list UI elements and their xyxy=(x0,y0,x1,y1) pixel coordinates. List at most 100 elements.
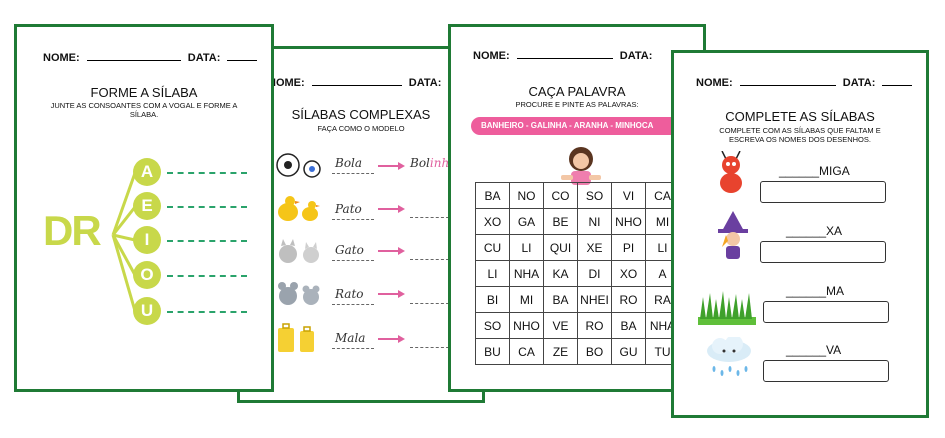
vowel-o: O xyxy=(133,261,161,289)
grid-cell[interactable]: NHO xyxy=(509,312,544,339)
arrow-head xyxy=(398,162,405,170)
arrow xyxy=(378,338,400,340)
connector-lines xyxy=(111,172,137,312)
grid-cell[interactable]: BI xyxy=(475,286,510,313)
cat-icon xyxy=(279,239,319,263)
answer-line xyxy=(167,240,247,242)
grid-cell[interactable]: LI xyxy=(509,234,544,261)
answer-box[interactable] xyxy=(763,301,889,323)
grid-cell[interactable]: NHEI xyxy=(577,286,612,313)
grid-cell[interactable]: GU xyxy=(611,338,646,365)
word-underline xyxy=(332,304,374,305)
nome-line xyxy=(311,85,402,86)
nome-label: NOME: xyxy=(473,50,510,62)
answer-box[interactable] xyxy=(760,181,886,203)
worksheet-caca-palavra: NOME: DATA: CAÇA PALAVRA PROCURE E PINTE… xyxy=(448,24,706,392)
data-label: DATA: xyxy=(408,77,442,89)
page-title: CAÇA PALAVRA xyxy=(528,84,626,99)
page-subtitle: COMPLETE COM AS SÍLABAS QUE FALTAM E ESC… xyxy=(719,126,881,144)
grid-cell[interactable]: PI xyxy=(611,234,646,261)
grid-cell[interactable]: BA xyxy=(475,182,510,209)
arrow-head xyxy=(398,205,405,213)
word-gato: Gato xyxy=(335,243,364,257)
grid-cell[interactable]: XO xyxy=(475,208,510,235)
witch-icon xyxy=(718,211,748,259)
data-label: DATA: xyxy=(187,52,221,64)
arrow xyxy=(378,208,400,210)
page-title: COMPLETE AS SÍLABAS xyxy=(725,109,875,124)
syllable-prompt: ______MA xyxy=(786,284,845,298)
grid-cell[interactable]: VI xyxy=(611,182,646,209)
name-date-header: NOME: DATA: xyxy=(696,77,913,89)
data-line xyxy=(227,60,258,61)
word-mala: Mala xyxy=(335,331,366,345)
name-date-header: NOME: DATA: xyxy=(473,50,652,62)
arrow xyxy=(378,293,400,295)
word-underline xyxy=(332,260,374,261)
grid-cell[interactable]: SO xyxy=(577,182,612,209)
nome-label: NOME: xyxy=(268,77,305,89)
word-underline xyxy=(332,173,374,174)
page-title: FORME A SÍLABA xyxy=(90,85,198,100)
vowel-a: A xyxy=(133,158,161,186)
grid-cell[interactable]: GA xyxy=(509,208,544,235)
grid-cell[interactable]: BU xyxy=(475,338,510,365)
data-line xyxy=(882,85,913,86)
nome-line xyxy=(739,85,836,86)
grid-cell[interactable]: DI xyxy=(577,260,612,287)
nome-line xyxy=(516,58,613,59)
ant-icon xyxy=(720,151,742,193)
page-subtitle: JUNTE AS CONSOANTES COM A VOGAL E FORME … xyxy=(50,101,238,119)
answer-line xyxy=(167,206,247,208)
grid-cell[interactable]: BE xyxy=(543,208,578,235)
grid-cell[interactable]: BA xyxy=(611,312,646,339)
worksheet-silabas-complexas: NOME: DATA: SÍLABAS COMPLEXAS FAÇA COMO … xyxy=(237,46,485,403)
worksheet-forme-a-silaba: NOME: DATA: FORME A SÍLABA JUNTE AS CONS… xyxy=(14,24,274,392)
grid-cell[interactable]: NO xyxy=(509,182,544,209)
grid-cell[interactable]: QUI xyxy=(543,234,578,261)
arrow xyxy=(378,250,400,252)
grid-cell[interactable]: VE xyxy=(543,312,578,339)
answer-box[interactable] xyxy=(763,360,889,382)
grid-cell[interactable]: RO xyxy=(577,312,612,339)
grid-cell[interactable]: XE xyxy=(577,234,612,261)
grid-cell[interactable]: KA xyxy=(543,260,578,287)
duck-icon xyxy=(278,196,320,221)
grid-cell[interactable]: RO xyxy=(611,286,646,313)
suitcase-icon xyxy=(278,323,314,352)
word-underline xyxy=(332,219,374,220)
grid-cell[interactable]: CO xyxy=(543,182,578,209)
word-list-banner: BANHEIRO - GALINHA - ARANHA - MINHOCA xyxy=(471,117,703,135)
grid-cell[interactable]: CU xyxy=(475,234,510,261)
grid-cell[interactable]: NI xyxy=(577,208,612,235)
word-bola: Bola xyxy=(335,156,363,170)
grid-cell[interactable]: BA xyxy=(543,286,578,313)
page-subtitle: PROCURE E PINTE AS PALAVRAS: xyxy=(515,100,639,109)
answer-line xyxy=(410,259,480,260)
grid-cell[interactable]: XO xyxy=(611,260,646,287)
grid-cell[interactable]: NHO xyxy=(611,208,646,235)
grid-cell[interactable]: NHA xyxy=(509,260,544,287)
arrow-head xyxy=(398,335,405,343)
mouse-icon xyxy=(278,282,320,305)
grass-icon xyxy=(698,291,756,325)
data-label: DATA: xyxy=(842,77,876,89)
girl-icon xyxy=(561,147,601,185)
syllable-prompt: ______VA xyxy=(786,343,842,357)
consonant-block: DR xyxy=(43,207,102,254)
grid-cell[interactable]: BO xyxy=(577,338,612,365)
arrow-head xyxy=(398,290,405,298)
grid-cell[interactable]: CA xyxy=(509,338,544,365)
vowel-i: I xyxy=(133,226,161,254)
grid-cell[interactable]: LI xyxy=(475,260,510,287)
grid-cell[interactable]: ZE xyxy=(543,338,578,365)
nome-label: NOME: xyxy=(696,77,733,89)
grid-cell[interactable]: SO xyxy=(475,312,510,339)
answer-box[interactable] xyxy=(760,241,886,263)
grid-cell[interactable]: MI xyxy=(509,286,544,313)
rain-cloud-icon xyxy=(707,337,751,376)
